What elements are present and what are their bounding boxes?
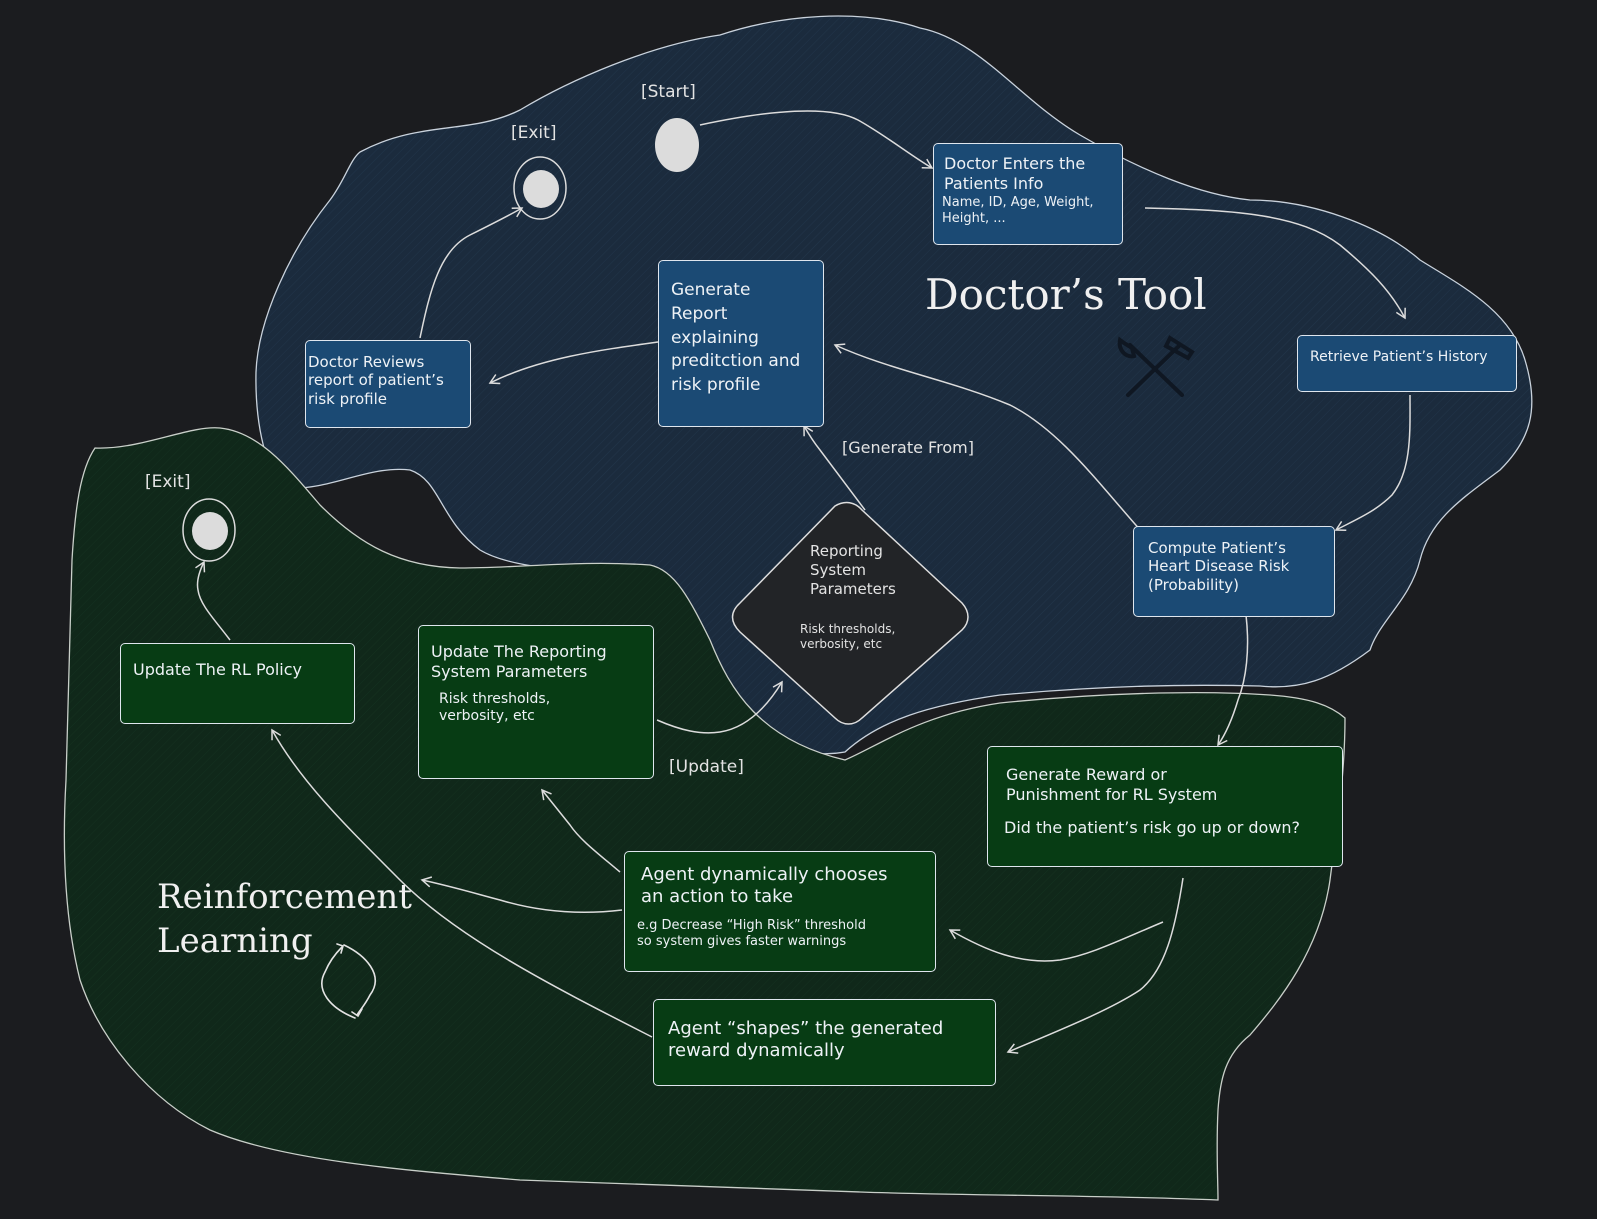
exit-node-top	[513, 156, 567, 220]
exit-node-rl	[182, 498, 236, 562]
update-policy-title: Update The RL Policy	[133, 660, 303, 679]
arrow-retrieve-history-to-compute-risk	[1334, 394, 1411, 531]
update-policy-node[interactable]: Update The RL Policy	[120, 643, 355, 724]
arrow-enter-info-to-retrieve-history	[1144, 207, 1406, 320]
start-node	[655, 118, 699, 172]
generate-report-node[interactable]: Generate Report explaining preditction a…	[658, 260, 824, 427]
exit-node-rl-inner	[192, 512, 228, 550]
reporting-params-diamond[interactable]	[731, 501, 969, 725]
arrow-compute-risk-to-generate-reward	[1217, 614, 1249, 747]
arrow-generate-reward-to-agent-shapes	[1006, 877, 1184, 1054]
reinforcement-learning-region	[63, 427, 1346, 1201]
agent-action-node[interactable]: Agent dynamically chooses an action to t…	[624, 851, 936, 972]
enter-info-detail: Name, ID, Age, Weight, Height, ...	[942, 195, 1094, 226]
agent-shapes-node[interactable]: Agent “shapes” the generated reward dyna…	[653, 999, 996, 1086]
arrow-compute-risk-to-generate-report	[833, 343, 1143, 533]
reinforcement-learning-title: Reinforcement Learning	[157, 877, 412, 962]
reporting-params-title: Reporting System Parameters	[810, 542, 896, 598]
arrow-generate-reward-to-agent-action	[948, 921, 1164, 962]
retrieve-history-title: Retrieve Patient’s History	[1310, 349, 1488, 365]
compute-risk-node[interactable]: Compute Patient’s Heart Disease Risk (Pr…	[1133, 526, 1335, 617]
arrow-agent-action-to-update-params	[541, 788, 621, 873]
update-params-title: Update The Reporting System Parameters	[431, 642, 607, 681]
tools-icon	[1117, 335, 1195, 397]
generate-reward-node[interactable]: Generate Reward or Punishment for RL Sys…	[987, 746, 1343, 867]
generate-from-label: [Generate From]	[842, 438, 974, 457]
compute-risk-title: Compute Patient’s Heart Disease Risk (Pr…	[1148, 539, 1290, 594]
cycle-icon	[321, 943, 376, 1019]
doctor-reviews-title: Doctor Reviews report of patient’s risk …	[308, 353, 444, 408]
arrow-agent-action-to-update-policy	[420, 876, 623, 914]
exit-label-top: [Exit]	[511, 123, 557, 143]
retrieve-history-node[interactable]: Retrieve Patient’s History	[1297, 335, 1517, 392]
agent-action-detail: e.g Decrease “High Risk” threshold so sy…	[637, 917, 866, 949]
generate-report-title: Generate Report explaining preditction a…	[671, 280, 801, 396]
start-label: [Start]	[641, 82, 696, 102]
arrow-update-params-to-reporting-params	[656, 680, 783, 734]
agent-shapes-title: Agent “shapes” the generated reward dyna…	[668, 1018, 944, 1061]
exit-node-top-inner	[523, 170, 559, 208]
update-params-detail: Risk thresholds, verbosity, etc	[439, 691, 551, 725]
arrow-doctor-reviews-to-exit	[419, 207, 524, 339]
generate-reward-detail: Did the patient’s risk go up or down?	[1004, 818, 1301, 838]
enter-info-title: Doctor Enters the Patients Info	[944, 154, 1086, 193]
arrow-start-to-enter-info	[699, 110, 934, 169]
arrow-agent-shapes-to-update-policy	[271, 728, 653, 1038]
update-params-node[interactable]: Update The Reporting System Parameters R…	[418, 625, 654, 779]
arrow-reporting-params-to-generate-report	[803, 424, 866, 511]
enter-info-node[interactable]: Doctor Enters the Patients Info Name, ID…	[933, 143, 1123, 245]
arrow-update-policy-to-exit-rl	[195, 560, 231, 641]
generate-reward-title: Generate Reward or Punishment for RL Sys…	[1006, 765, 1218, 804]
agent-action-title: Agent dynamically chooses an action to t…	[641, 864, 888, 907]
doctor-reviews-node[interactable]: Doctor Reviews report of patient’s risk …	[305, 340, 471, 428]
update-label: [Update]	[669, 757, 744, 777]
exit-label-rl: [Exit]	[145, 472, 191, 492]
arrow-generate-report-to-doctor-reviews	[488, 341, 659, 385]
reporting-params-detail: Risk thresholds, verbosity, etc	[800, 622, 896, 651]
doctor-tool-title: Doctor’s Tool	[925, 270, 1207, 319]
